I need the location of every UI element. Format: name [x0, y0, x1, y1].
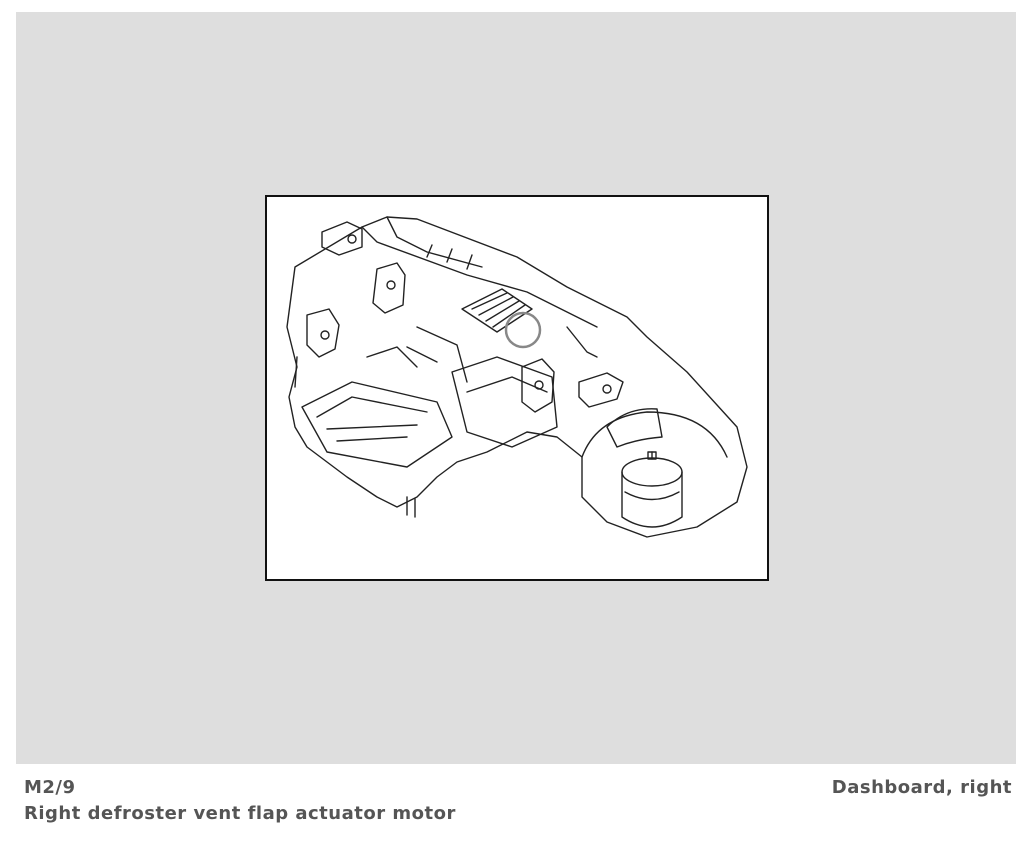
component-diagram-frame: [265, 195, 769, 581]
image-viewer: [16, 12, 1016, 764]
component-location: Dashboard, right: [831, 777, 1012, 798]
hvac-housing-diagram-icon: [286, 216, 748, 538]
component-code: M2/9: [24, 777, 76, 798]
figure-caption: M2/9 Right defroster vent flap actuator …: [24, 777, 1014, 833]
component-description: Right defroster vent flap actuator motor: [24, 803, 456, 824]
